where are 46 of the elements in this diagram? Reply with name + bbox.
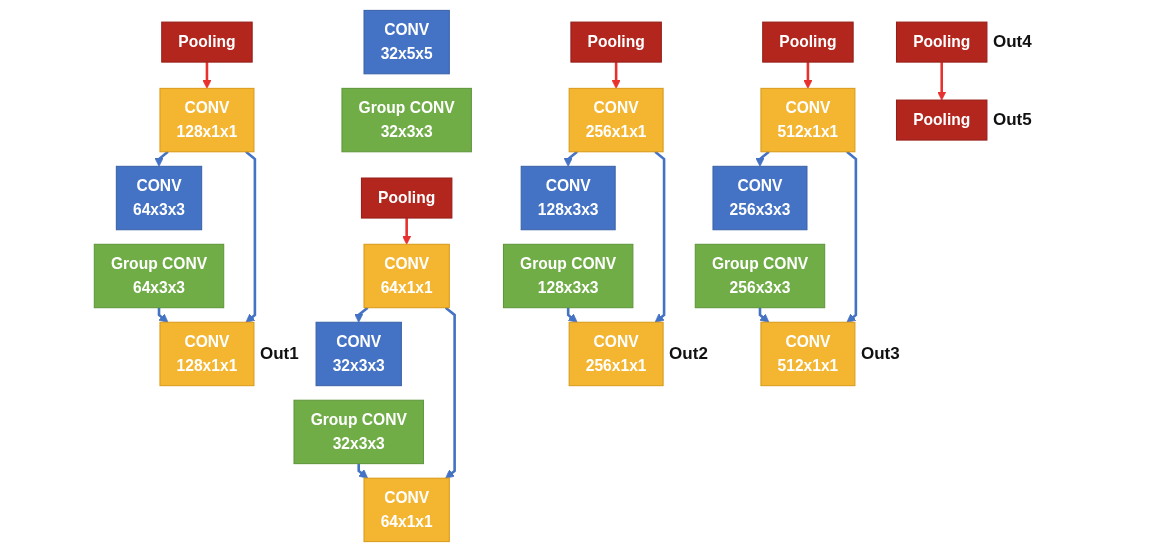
arrow (402, 218, 412, 245)
layer-box: CONV 128x3x3 (520, 165, 616, 231)
layer-box: CONV 256x1x1 (568, 87, 664, 153)
output-label: Out5 (992, 110, 1032, 131)
layer-box: CONV 64x1x1 (363, 477, 450, 543)
layer-box: CONV 512x1x1 (760, 87, 856, 153)
arrow (846, 150, 858, 323)
layer-box: Pooling (161, 21, 253, 63)
layer-box: Group CONV 32x3x3 (341, 87, 472, 153)
arrow (357, 463, 369, 479)
output-label: Out1 (259, 343, 299, 364)
layer-box: Group CONV 64x3x3 (93, 243, 225, 309)
layer-box: Group CONV 128x3x3 (502, 243, 634, 309)
layer-box: Pooling (896, 21, 988, 63)
arrow (154, 150, 169, 167)
arrow (654, 150, 666, 323)
layer-box: CONV 128x1x1 (159, 87, 255, 153)
layer-box: Pooling (360, 177, 453, 219)
arrow (354, 306, 369, 323)
arrow (803, 62, 813, 89)
arrow (245, 150, 257, 323)
arrow (758, 307, 770, 323)
layer-box: Pooling (570, 21, 662, 63)
arrow (157, 307, 169, 323)
arrow (755, 150, 770, 167)
output-label: Out4 (992, 32, 1032, 53)
arrow (202, 62, 212, 89)
layer-box: CONV 512x1x1 (760, 321, 856, 387)
layer-box: Group CONV 32x3x3 (293, 399, 424, 465)
output-label: Out2 (669, 343, 708, 364)
layer-box: CONV 32x3x3 (315, 321, 402, 387)
layer-box: CONV 32x5x5 (363, 9, 450, 75)
layer-box: Pooling (762, 21, 854, 63)
layer-box: Pooling (896, 99, 988, 141)
arrow (611, 62, 621, 89)
layer-box: CONV 64x3x3 (115, 165, 203, 231)
layer-box: CONV 256x1x1 (568, 321, 664, 387)
arrow (563, 150, 578, 167)
arrow (566, 307, 578, 323)
arrow (444, 306, 456, 479)
layer-box: Group CONV 256x3x3 (694, 243, 826, 309)
layer-box: CONV 64x1x1 (363, 243, 450, 309)
output-label: Out3 (860, 343, 900, 364)
layer-box: CONV 256x3x3 (712, 165, 808, 231)
layer-box: CONV 128x1x1 (159, 321, 255, 387)
arrow (937, 62, 947, 101)
